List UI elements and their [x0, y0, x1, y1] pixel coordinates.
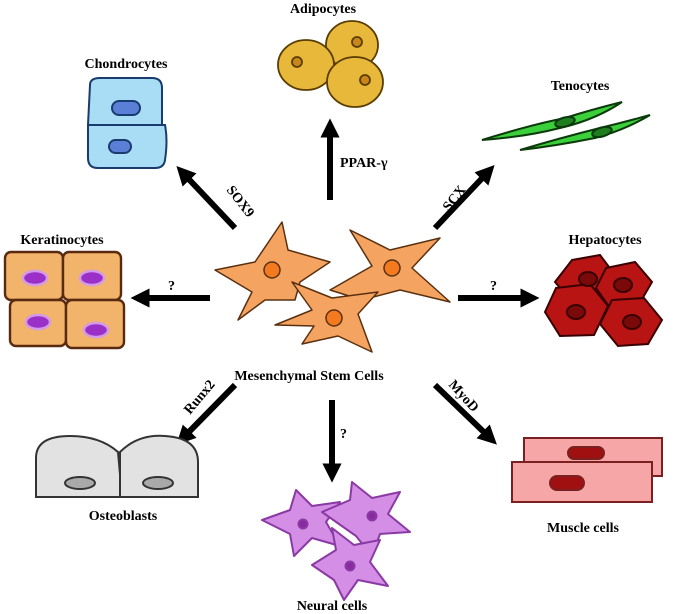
msc-nucleus-right [383, 259, 401, 277]
factor-adipocytes: PPAR-γ [340, 156, 388, 171]
tenocytes-illustration [481, 101, 651, 151]
msc-nucleus-left [263, 261, 281, 279]
label-keratinocytes: Keratinocytes [20, 233, 104, 248]
arrow-to-osteoblasts [176, 382, 238, 445]
label-tenocytes: Tenocytes [551, 79, 610, 94]
label-chondrocytes: Chondrocytes [85, 57, 169, 72]
hepatocytes-illustration [543, 253, 664, 348]
keratinocytes-illustration [3, 250, 126, 350]
factor-hepatocytes: ? [490, 279, 497, 294]
arrow-to-chondrocytes [176, 166, 238, 231]
msc-nucleus-bottom [325, 309, 343, 327]
neural-illustration [261, 481, 411, 601]
center-label: Mesenchymal Stem Cells [234, 369, 384, 384]
factor-neural: ? [340, 427, 347, 442]
factor-keratinocytes: ? [168, 279, 175, 294]
label-neural: Neural cells [297, 599, 368, 614]
muscle-illustration [511, 437, 663, 503]
label-adipocytes: Adipocytes [290, 2, 357, 17]
arrow-to-muscle [432, 382, 497, 445]
arrows [130, 118, 540, 483]
adipocytes-illustration [277, 20, 384, 108]
factor-chondrocytes: SOX9 [223, 183, 257, 220]
label-muscle: Muscle cells [547, 521, 619, 536]
label-hepatocytes: Hepatocytes [568, 233, 642, 248]
label-osteoblasts: Osteoblasts [89, 509, 158, 524]
chondrocytes-illustration [86, 77, 168, 169]
osteoblasts-illustration [35, 434, 199, 498]
arrow-to-tenocytes [432, 165, 495, 231]
mesenchymal-stem-cells [214, 221, 451, 353]
